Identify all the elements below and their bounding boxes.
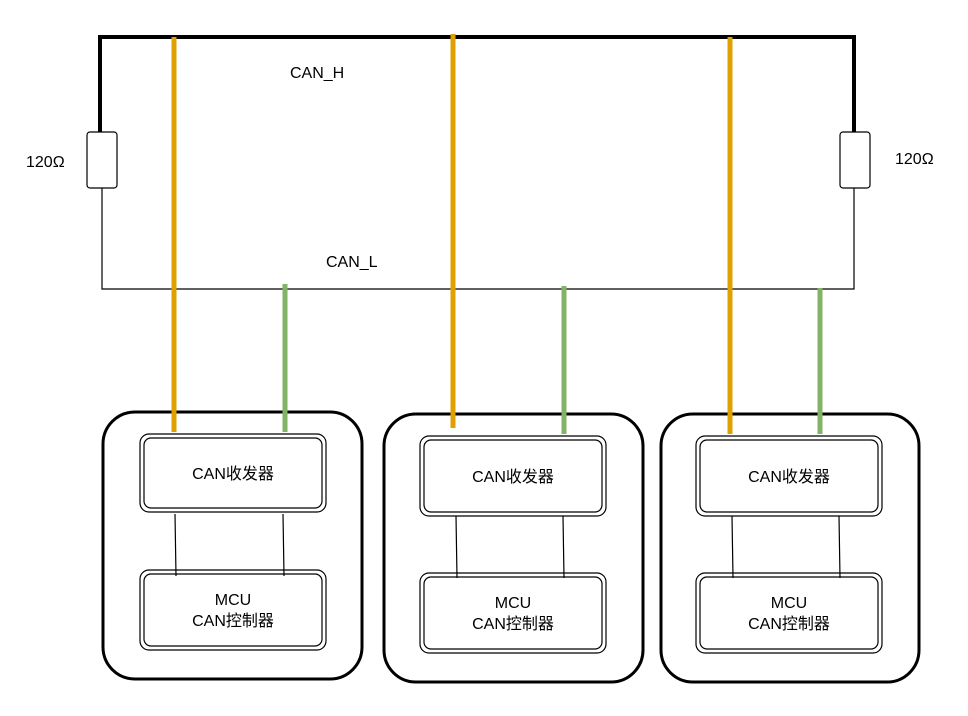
can-transceiver-label: CAN收发器	[192, 465, 274, 483]
internal-link-right	[282, 513, 285, 577]
can-l-label: CAN_L	[326, 254, 378, 271]
internal-link-left	[174, 513, 177, 577]
can-node-1: CAN收发器 MCU CAN控制器	[101, 410, 364, 681]
mcu-label: MCU	[215, 592, 251, 609]
can-h-bus-line	[98, 35, 856, 132]
right-termination-resistor	[839, 131, 871, 189]
can-node-2: CAN收发器 MCU CAN控制器	[382, 412, 645, 684]
can-transceiver-box	[695, 435, 883, 517]
mcu-label: MCU	[495, 595, 531, 612]
left-termination-resistor	[86, 131, 118, 189]
can-transceiver-box	[139, 433, 327, 513]
can-transceiver-box	[419, 435, 607, 517]
left-resistor-label: 120Ω	[26, 154, 65, 171]
mcu-can-controller-box	[695, 572, 883, 654]
can-controller-label: CAN控制器	[472, 615, 554, 633]
can-transceiver-label: CAN收发器	[472, 468, 554, 486]
internal-link-right	[838, 515, 841, 579]
internal-link-left	[731, 515, 734, 579]
internal-link-right	[562, 515, 565, 579]
can-controller-label: CAN控制器	[192, 612, 274, 630]
can-h-label: CAN_H	[290, 65, 344, 82]
mcu-can-controller-box	[419, 572, 607, 654]
can-controller-label: CAN控制器	[748, 615, 830, 633]
right-resistor-label: 120Ω	[895, 151, 934, 168]
internal-link-left	[455, 515, 458, 579]
mcu-label: MCU	[771, 595, 807, 612]
mcu-can-controller-box	[139, 569, 327, 651]
can-transceiver-label: CAN收发器	[748, 468, 830, 486]
can-l-bus-line	[101, 188, 855, 290]
can-node-3: CAN收发器 MCU CAN控制器	[659, 412, 921, 684]
